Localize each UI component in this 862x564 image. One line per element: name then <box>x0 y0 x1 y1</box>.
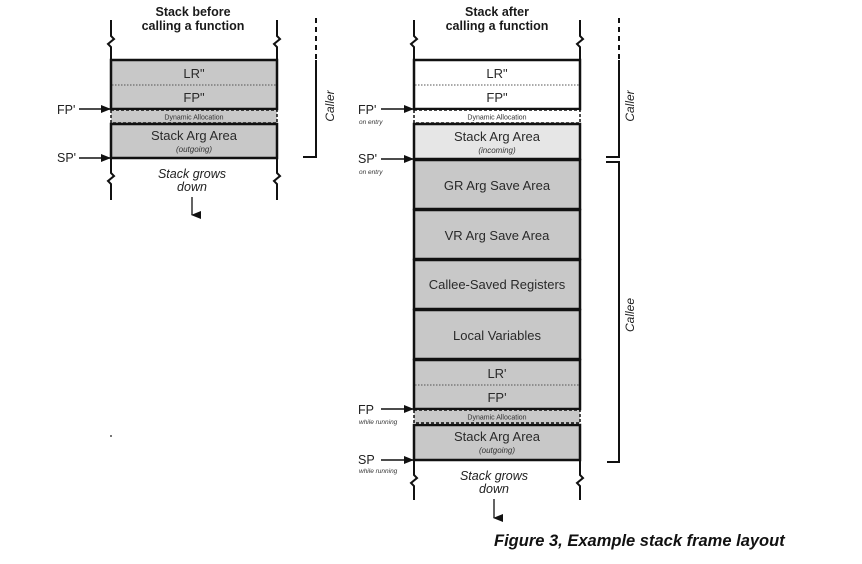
callee-bracket <box>606 161 620 463</box>
block-label-arg-out: Stack Arg Area <box>454 429 541 444</box>
block-label-csr: Callee-Saved Registers <box>429 277 566 292</box>
right-stack-left-rail-bottom <box>409 460 419 500</box>
block-label-vr: VR Arg Save Area <box>445 228 551 243</box>
block-stack-arg-incoming <box>412 122 582 161</box>
before-title-line1: Stack before <box>155 5 230 19</box>
block-stack-arg-outgoing <box>109 122 279 160</box>
pointer-sublabel-fp-prime-entry: on entry <box>359 119 383 126</box>
before-title-line2: calling a function <box>142 19 245 33</box>
block-sublabel-arg-in: (incoming) <box>478 146 516 155</box>
pointer-label-fp-running: FP <box>358 403 374 417</box>
stray-dot <box>110 435 112 437</box>
block-label-arg: Stack Arg Area <box>151 128 238 143</box>
after-title-line1: Stack after <box>465 5 529 19</box>
figure-caption: Figure 3, Example stack frame layout <box>494 532 785 550</box>
after-title-line2: calling a function <box>446 19 549 33</box>
block-label-dyn1: Dynamic Allocation <box>467 115 526 122</box>
block-label-fp2: FP" <box>183 90 205 105</box>
block-label-fp2: FP" <box>486 90 508 105</box>
pointer-sublabel-fp-running: while running <box>359 419 398 426</box>
pointer-sublabel-sp-running: while running <box>359 468 398 475</box>
pointer-sublabel-sp-prime-entry: on entry <box>359 169 383 176</box>
caller-bracket-label: Caller <box>623 89 637 121</box>
left-rail-bottom <box>106 158 116 200</box>
block-gr-arg-save <box>412 158 582 211</box>
grows-text-line1: Stack grows <box>460 469 528 483</box>
block-label-fp1: FP' <box>487 390 506 405</box>
right-rail-top <box>272 20 282 60</box>
block-label-lr2: LR" <box>183 66 205 81</box>
right-stack-left-rail-top <box>409 20 419 60</box>
block-label-dyn: Dynamic Allocation <box>164 115 223 122</box>
block-label-dyn2: Dynamic Allocation <box>467 415 526 422</box>
block-stack-arg-outgoing-callee <box>412 423 582 462</box>
block-label-gr: GR Arg Save Area <box>444 178 551 193</box>
grows-text-line1: Stack grows <box>158 167 226 181</box>
pointer-label-sp-prime: SP' <box>57 151 76 165</box>
caller-bracket <box>303 60 317 158</box>
block-dynamic-allocation-callee <box>413 409 581 424</box>
callee-bracket-label: Callee <box>623 298 637 332</box>
pointer-label-fp-prime-entry: FP' <box>358 103 376 117</box>
right-stack-right-rail-top <box>575 20 585 60</box>
right-stack-right-rail-bottom <box>575 460 585 500</box>
grows-text-line2: down <box>177 180 207 194</box>
stack-before: Stack before calling a function LR" FP" … <box>57 5 337 437</box>
block-label-lr2: LR" <box>486 66 508 81</box>
grows-text-line2: down <box>479 482 509 496</box>
pointer-label-sp-running: SP <box>358 453 375 467</box>
right-rail-bottom <box>272 158 282 200</box>
caller-bracket <box>606 60 620 158</box>
left-rail-top <box>106 20 116 60</box>
stack-after: Stack after calling a function LR" FP" D… <box>358 5 637 522</box>
pointer-label-fp-prime: FP' <box>57 103 75 117</box>
block-sublabel-arg-out: (outgoing) <box>479 446 515 455</box>
pointer-label-sp-prime-entry: SP' <box>358 152 377 166</box>
caller-bracket-label: Caller <box>323 89 337 121</box>
block-label-arg-in: Stack Arg Area <box>454 129 541 144</box>
block-label-lr1: LR' <box>487 366 506 381</box>
block-sublabel-arg: (outgoing) <box>176 145 212 154</box>
block-label-local: Local Variables <box>453 328 541 343</box>
